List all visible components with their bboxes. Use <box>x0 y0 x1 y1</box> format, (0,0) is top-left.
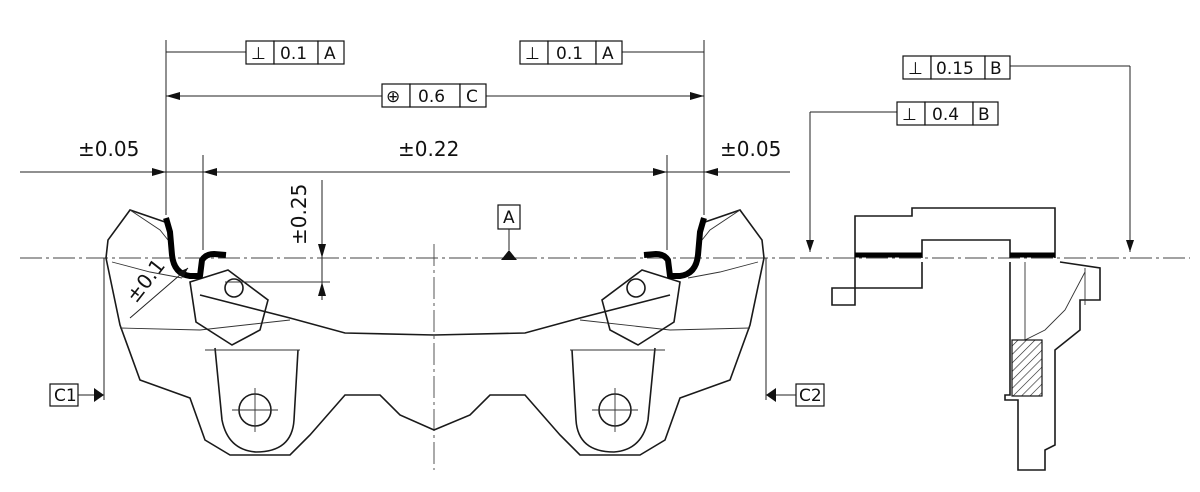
radius-arrow <box>178 268 188 278</box>
side-lower-body <box>831 258 923 306</box>
perpendicularity-icon: ⊥ <box>902 105 917 125</box>
fcf-tolerance: 0.6 <box>418 87 445 107</box>
datum-c1-triangle <box>94 388 104 402</box>
left-chamfer-lower <box>111 261 183 279</box>
arrow-v2 <box>318 282 326 296</box>
position-icon: ⊕ <box>386 87 400 107</box>
left-chamfer <box>129 209 169 241</box>
fcf-datum: B <box>978 105 990 125</box>
dim-middle-tolerance: ±0.22 <box>398 137 459 161</box>
perpendicularity-icon: ⊥ <box>251 44 266 64</box>
perpendicularity-icon: ⊥ <box>908 59 923 79</box>
dim-right-tolerance: ±0.05 <box>720 137 781 161</box>
radius-leader <box>129 267 189 319</box>
left-small-circle <box>224 278 244 298</box>
left-heavy-profile <box>163 217 227 279</box>
front-view: ±0.05 ±0.22 ±0.05 ±0.25 ±0.1 ⊥ 0.1 A ⊥ 0… <box>20 40 825 470</box>
arrow-r2 <box>704 168 718 176</box>
datum-a-label: A <box>503 208 515 228</box>
arrow-l2 <box>203 168 217 176</box>
datum-c1: C1 <box>49 383 104 407</box>
right-mounting-ear <box>571 347 656 453</box>
fcf-perpendicularity-top-left: ⊥ 0.1 A <box>245 40 345 65</box>
fcf-datum: A <box>602 44 614 64</box>
bridge-inner <box>199 294 671 336</box>
left-mounting-ear <box>214 347 299 453</box>
side-arrow-left <box>806 240 814 252</box>
arrow-l1 <box>152 168 166 176</box>
fcf-side-perpendicularity-0-15: ⊥ 0.15 B <box>902 55 1011 80</box>
fcf-side-perpendicularity-0-4: ⊥ 0.4 B <box>896 101 999 126</box>
fcf-tolerance: 0.4 <box>932 105 959 125</box>
datum-c1-label: C1 <box>54 386 77 406</box>
caliper-outline <box>105 209 765 456</box>
dim-radius-tolerance: ±0.1 <box>121 254 170 307</box>
side-top-body <box>854 207 1056 258</box>
pos-arrow-left <box>166 92 180 100</box>
right-pad-abutment <box>601 269 681 346</box>
right-chamfer-lower <box>687 261 759 279</box>
pos-arrow-right <box>690 92 704 100</box>
right-small-circle <box>626 278 646 298</box>
datum-c2-label: C2 <box>799 386 822 406</box>
left-pad-abutment <box>189 269 269 346</box>
fcf-datum: B <box>990 59 1002 79</box>
datum-c2: C2 <box>766 383 825 407</box>
arrow-v1 <box>318 244 326 258</box>
right-heavy-profile <box>643 217 707 279</box>
fcf-tolerance: 0.15 <box>936 59 974 79</box>
dim-left-tolerance: ±0.05 <box>78 137 139 161</box>
left-inner-edge <box>119 319 291 331</box>
fcf-datum: A <box>324 44 336 64</box>
fcf-tolerance: 0.1 <box>280 44 307 64</box>
fcf-tolerance: 0.1 <box>556 44 583 64</box>
side-leg <box>1004 261 1101 471</box>
arrow-r1 <box>653 168 667 176</box>
side-arrow-right <box>1126 240 1134 252</box>
right-inner-edge <box>579 319 751 331</box>
fcf-position: ⊕ 0.6 C <box>381 83 487 108</box>
fcf-perpendicularity-top-right: ⊥ 0.1 A <box>519 40 623 65</box>
right-chamfer <box>701 209 741 241</box>
datum-a: A <box>497 204 521 260</box>
datum-c2-triangle <box>766 388 776 402</box>
side-top-recess <box>921 239 1011 258</box>
perpendicularity-icon: ⊥ <box>525 44 540 64</box>
datum-a-triangle <box>501 250 517 260</box>
side-leg-inner <box>1024 262 1086 341</box>
fcf-datum: C <box>466 87 478 107</box>
dim-vertical-tolerance: ±0.25 <box>287 184 311 245</box>
side-view: ⊥ 0.15 B ⊥ 0.4 B <box>800 55 1190 471</box>
side-section-hatch <box>1011 339 1043 397</box>
